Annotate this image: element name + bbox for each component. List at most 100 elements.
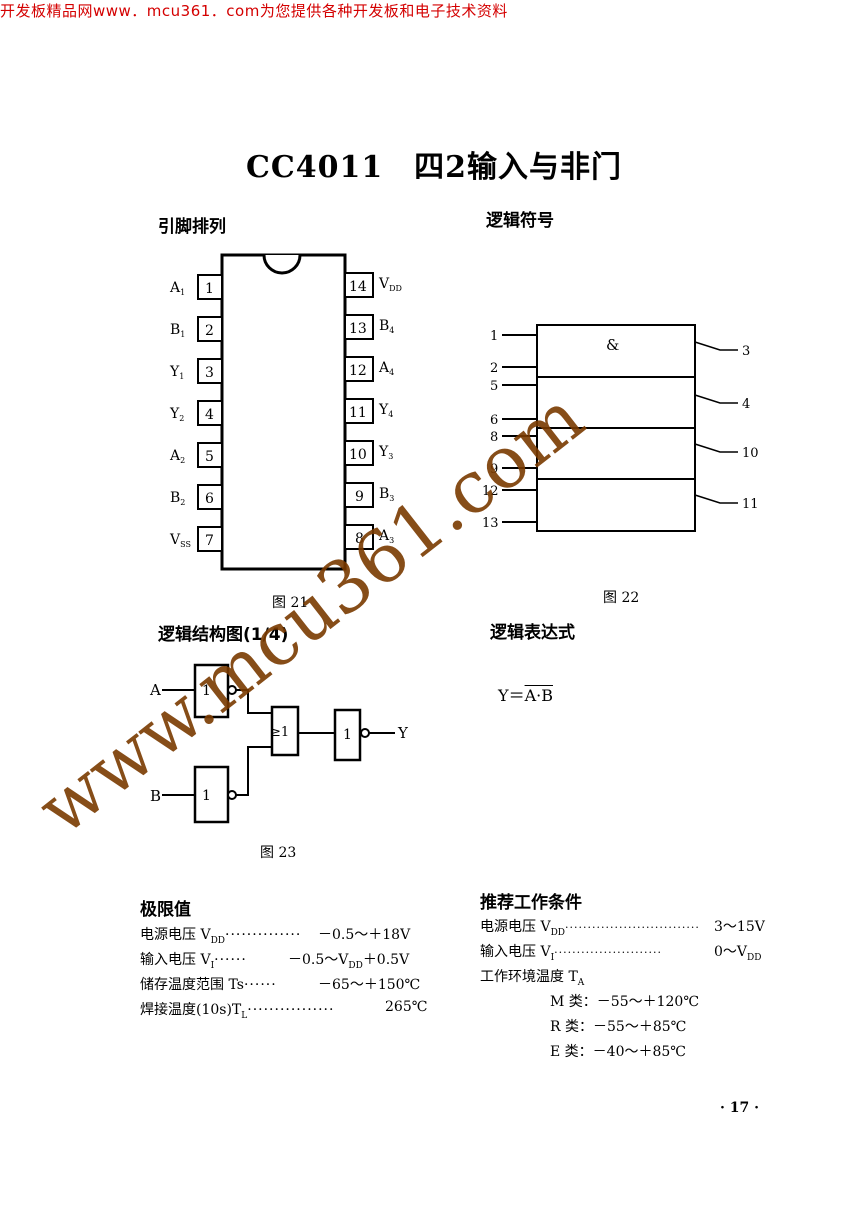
symbol-output-3: 3 xyxy=(694,341,750,359)
svg-text:9: 9 xyxy=(355,489,364,505)
svg-text:B1: B1 xyxy=(170,322,185,339)
expression-lhs: Y＝ xyxy=(498,686,525,705)
svg-text:11: 11 xyxy=(349,405,367,421)
banner: 开发板精品网www．mcu361．com为您提供各种开发板和电子技术资料 xyxy=(0,2,508,20)
svg-text:8: 8 xyxy=(490,430,498,445)
symbol-input-9: 9 xyxy=(490,462,537,477)
svg-text:1: 1 xyxy=(490,329,498,344)
svg-text:B3: B3 xyxy=(379,486,394,503)
svg-text:A4: A4 xyxy=(378,360,394,377)
symbol-input-5: 5 xyxy=(490,379,537,394)
pin-left-1: 1A1 xyxy=(169,274,223,300)
pin-right-9: 9 B3 xyxy=(344,482,394,508)
svg-text:12: 12 xyxy=(349,363,367,379)
pin-left-4: 4 Y2 xyxy=(169,400,223,426)
pin-left-5: 5A2 xyxy=(169,442,223,468)
svg-text:4: 4 xyxy=(742,397,750,412)
svg-text:6: 6 xyxy=(490,413,498,428)
svg-text:9: 9 xyxy=(490,462,498,477)
svg-text:≥1: ≥1 xyxy=(270,725,289,740)
svg-text:B4: B4 xyxy=(379,318,394,335)
svg-text:Y2: Y2 xyxy=(169,406,184,423)
pin-left-6: 6 B2 xyxy=(170,484,223,510)
svg-text:5: 5 xyxy=(205,449,214,465)
svg-text:3: 3 xyxy=(742,344,750,359)
recommended-row: 工作环境温度 TA xyxy=(480,969,585,988)
symbol-input-13: 13 xyxy=(482,516,537,531)
pin-right-12: 12 A4 xyxy=(344,356,394,382)
svg-text:6: 6 xyxy=(205,491,214,507)
svg-text:11: 11 xyxy=(742,497,759,512)
page-number: · 17 · xyxy=(720,1100,759,1116)
and-symbol: & xyxy=(606,336,619,354)
fig22-caption: 图 22 xyxy=(603,590,640,606)
svg-text:VDD: VDD xyxy=(378,276,402,293)
limits-list: 电源电压 VDD·············· －0.5～＋18V 输入电压 VI… xyxy=(140,924,440,1024)
svg-text:A1: A1 xyxy=(169,280,185,297)
symbol-input-12: 12 xyxy=(482,484,537,499)
svg-text:13: 13 xyxy=(349,321,367,337)
limit-row: 输入电压 VI······ －0.5～VDD＋0.5V xyxy=(140,952,410,971)
svg-text:VSS: VSS xyxy=(169,532,191,549)
recommended-row: 输入电压 VI························ 0～VDD xyxy=(480,944,762,963)
inverter-out xyxy=(333,708,362,762)
svg-text:14: 14 xyxy=(349,279,367,295)
logic-expression: Y＝A·B xyxy=(498,682,553,706)
logic-structure-heading: 逻辑结构图(1/4) xyxy=(158,625,289,645)
svg-text:1: 1 xyxy=(202,683,211,699)
symbol-output-4: 4 xyxy=(694,394,750,412)
svg-text:7: 7 xyxy=(205,533,214,549)
pinout-heading: 引脚排列 xyxy=(158,217,226,237)
svg-text:Y3: Y3 xyxy=(378,444,393,461)
ic-notch xyxy=(262,254,302,275)
limit-row: 储存温度范围 Ts······ －65～＋150℃ xyxy=(140,977,421,993)
svg-text:5: 5 xyxy=(490,379,498,394)
input-a-label: A xyxy=(149,681,161,699)
svg-text:1: 1 xyxy=(343,727,352,743)
svg-text:2: 2 xyxy=(490,361,498,376)
symbol-output-10: 10 xyxy=(694,443,759,461)
svg-text:Y1: Y1 xyxy=(169,364,184,381)
svg-text:A3: A3 xyxy=(378,528,394,545)
symbol-input-6: 6 xyxy=(490,413,537,428)
symbol-input-2: 2 xyxy=(490,361,537,376)
fig23-caption: 图 23 xyxy=(260,845,297,861)
expression-rhs: A·B xyxy=(524,686,553,705)
svg-text:10: 10 xyxy=(742,446,759,461)
limits-heading: 极限值 xyxy=(140,900,191,920)
pin-left-3: 3 Y1 xyxy=(169,358,223,384)
logic-structure-diagram: 1 1 ≥1 1 A B Y xyxy=(149,663,409,824)
svg-text:2: 2 xyxy=(205,323,214,339)
limit-row: 电源电压 VDD·············· －0.5～＋18V xyxy=(140,927,411,946)
logic-symbol-heading: 逻辑符号 xyxy=(486,211,554,231)
recommended-row: 电源电压 VDD······························ 3… xyxy=(480,919,765,938)
recommended-list: 电源电压 VDD······························ 3… xyxy=(480,916,780,1066)
output-y-label: Y xyxy=(397,724,409,742)
symbol-input-8: 8 xyxy=(490,430,537,445)
temp-class-row: E 类：－40～＋85℃ xyxy=(550,1044,686,1060)
input-b-label: B xyxy=(150,787,161,805)
logic-expression-heading: 逻辑表达式 xyxy=(490,623,575,643)
fig21-caption: 图 21 xyxy=(272,595,309,611)
pinout-diagram: 1A1 2 B1 3 Y1 4 Y2 5A2 6 B2 7 VSS 14 VDD 13 B4 12 A4 11 Y4… xyxy=(169,253,402,571)
pin-right-14: 14 VDD xyxy=(344,272,402,298)
svg-text:13: 13 xyxy=(482,516,499,531)
pin-right-13: 13 B4 xyxy=(344,314,394,340)
or-gate xyxy=(270,705,300,757)
svg-text:Y4: Y4 xyxy=(378,402,393,419)
pin-right-11: 11 Y4 xyxy=(344,398,393,424)
ic-body xyxy=(220,253,347,571)
limit-row: 焊接温度(10s)TL················ 265℃ xyxy=(140,999,428,1021)
svg-text:B2: B2 xyxy=(170,490,185,507)
symbol-output-11: 11 xyxy=(694,494,759,512)
svg-text:12: 12 xyxy=(482,484,499,499)
svg-text:1: 1 xyxy=(202,788,211,804)
svg-text:3: 3 xyxy=(205,365,214,381)
symbol-input-1: 1 xyxy=(490,329,537,344)
temp-class-row: M 类：－55～＋120℃ xyxy=(550,994,699,1010)
pin-left-7: 7 VSS xyxy=(169,526,223,552)
svg-text:4: 4 xyxy=(205,407,214,423)
